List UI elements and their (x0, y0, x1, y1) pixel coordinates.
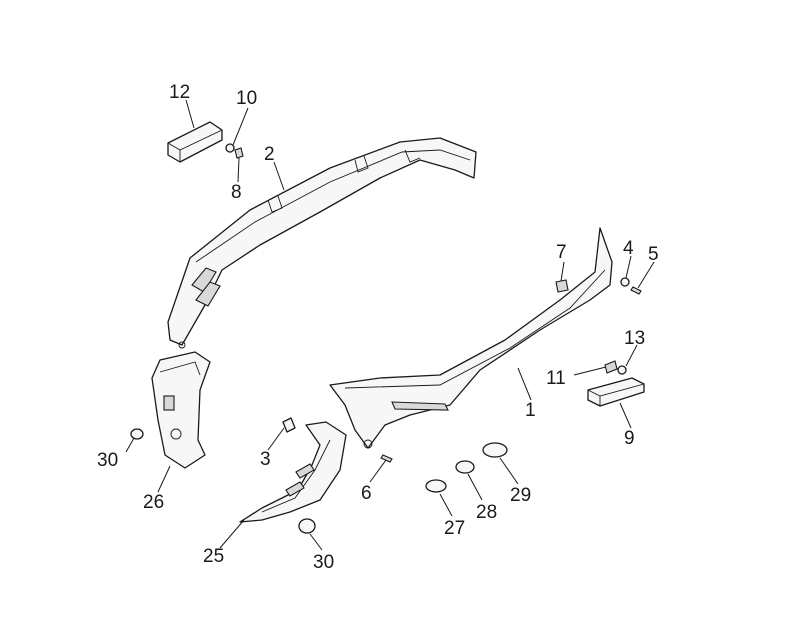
part-5-screw (630, 286, 642, 295)
part-13-washer (617, 365, 627, 375)
callout-29: 29 (510, 485, 531, 506)
part-9-pad (587, 377, 645, 407)
part-26-side-bracket (151, 351, 211, 469)
part-12-pad (167, 121, 223, 163)
callout-4: 4 (623, 238, 634, 259)
part-29-grommet (482, 442, 508, 458)
part-25-lower-bracket (239, 421, 347, 523)
callout-27: 27 (444, 518, 465, 539)
part-7-nut (555, 279, 569, 293)
callout-25: 25 (203, 546, 224, 567)
callout-30-left: 30 (97, 450, 118, 471)
callout-2: 2 (264, 144, 275, 165)
part-27-grommet (425, 479, 447, 493)
callout-9: 9 (624, 428, 635, 449)
callout-26: 26 (143, 492, 164, 513)
callout-30-bottom: 30 (313, 552, 334, 573)
part-4-washer (620, 277, 630, 287)
callout-12: 12 (169, 82, 190, 103)
part-1-main-rail (329, 227, 613, 449)
part-30-grommet-left (130, 428, 144, 440)
callout-1: 1 (525, 400, 536, 421)
part-11-clip (604, 360, 618, 374)
callout-13: 13 (624, 328, 645, 349)
callout-7: 7 (556, 242, 567, 263)
part-2-upper-rail (167, 137, 477, 349)
fasteners (130, 143, 642, 534)
callout-8: 8 (231, 182, 242, 203)
part-3-clip (282, 417, 296, 433)
callout-5: 5 (648, 244, 659, 265)
part-10-washer (225, 143, 235, 153)
callout-11: 11 (546, 368, 566, 389)
part-6-screw (380, 454, 393, 463)
part-28-grommet (455, 460, 475, 474)
callouts: 12 10 2 8 7 4 5 13 11 1 9 3 30 6 29 26 2… (97, 82, 659, 573)
callout-28: 28 (476, 502, 497, 523)
callout-3: 3 (260, 449, 271, 470)
callout-6: 6 (361, 483, 372, 504)
callout-10: 10 (236, 88, 257, 109)
leader-lines (125, 99, 655, 551)
part-8-clip (234, 147, 244, 159)
part-30-grommet-bottom (298, 518, 316, 534)
